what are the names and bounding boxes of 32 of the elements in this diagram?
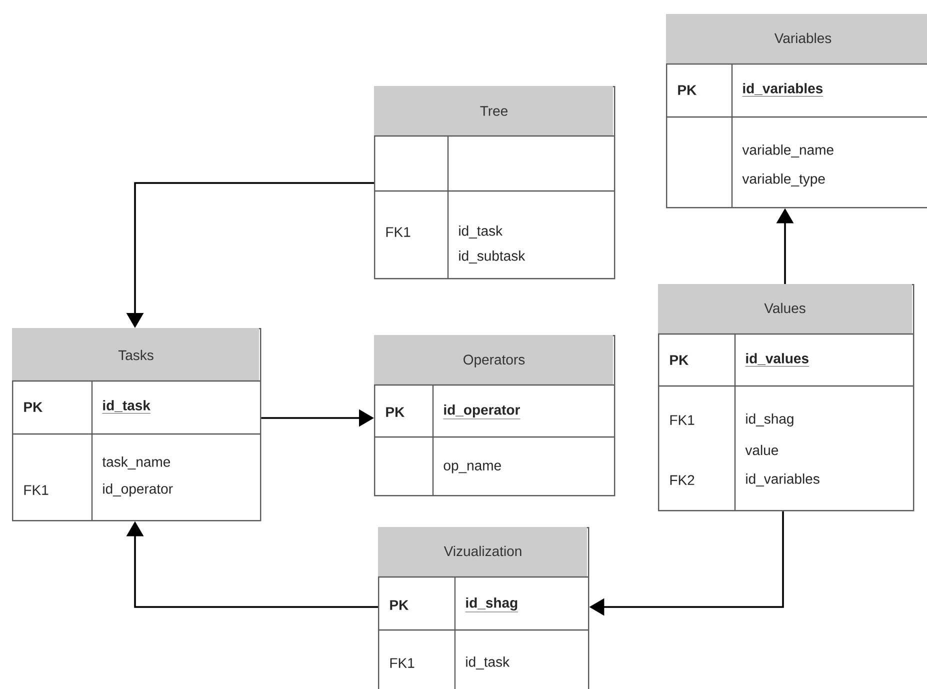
primary-key-field: id_values — [745, 353, 810, 367]
primary-key-field: id_operator — [443, 404, 520, 420]
key-label: FK1 — [24, 485, 48, 495]
key-label: PK — [678, 85, 697, 95]
field-name: op_name — [444, 462, 501, 474]
field-name: task_name — [102, 456, 170, 470]
field-name: id_task — [466, 656, 510, 670]
field-name: id_variables — [746, 474, 820, 486]
primary-key-field: id_shag — [465, 597, 518, 612]
field-name: variable_name — [742, 144, 834, 158]
table-title: Operators — [464, 354, 525, 368]
key-label: PK — [670, 355, 689, 365]
key-label: FK1 — [386, 227, 410, 237]
key-label: PK — [24, 402, 43, 412]
table-title: Values — [764, 302, 806, 314]
table-title: Variables — [774, 32, 832, 44]
key-label: FK2 — [670, 475, 694, 485]
key-label: PK — [386, 407, 405, 417]
field-name: id_subtask — [459, 250, 526, 264]
table-title: Tree — [480, 106, 508, 116]
field-name: id_shag — [746, 413, 794, 427]
table-title: Vizualization — [444, 546, 522, 556]
primary-key-field: id_task — [102, 400, 151, 414]
table-title: Tasks — [118, 350, 154, 360]
field-name: id_operator — [103, 483, 173, 497]
primary-key-field: id_variables — [742, 83, 824, 97]
field-name: variable_type — [742, 173, 825, 187]
field-name: id_task — [459, 226, 503, 238]
key-label: PK — [390, 600, 409, 610]
field-name: value — [745, 444, 778, 456]
key-label: FK1 — [670, 415, 694, 425]
key-label: FK1 — [390, 658, 414, 668]
